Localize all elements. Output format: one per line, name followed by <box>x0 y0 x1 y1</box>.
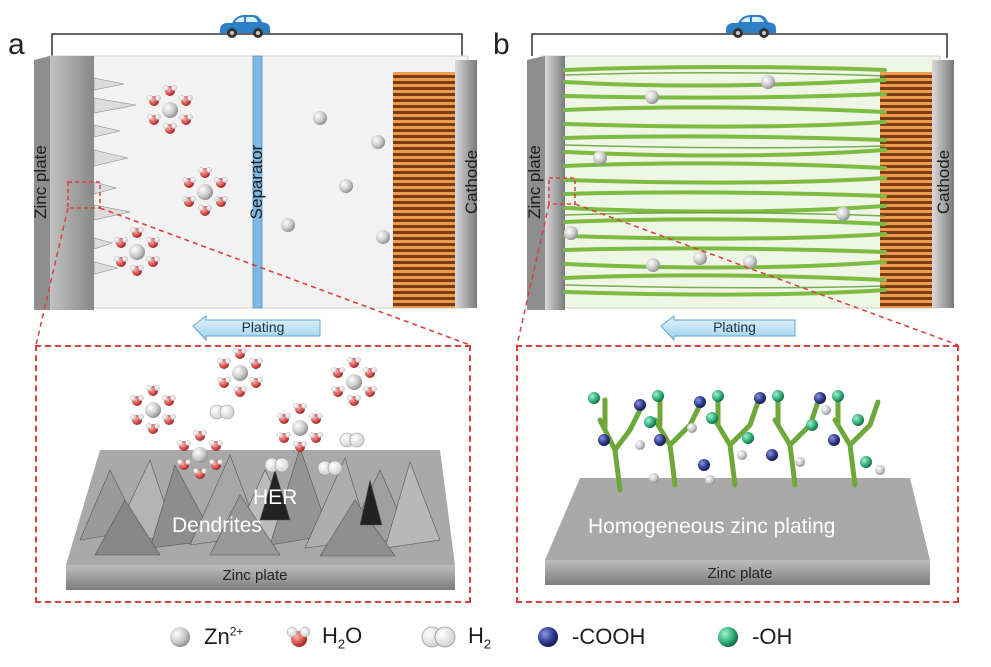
carboxyl-group-icon <box>538 627 558 647</box>
plating-label-b: Plating <box>713 319 756 335</box>
cathode-active-material <box>880 72 932 308</box>
carboxyl-groups <box>598 392 840 471</box>
cathode-current-collector <box>455 60 477 308</box>
zinc-plate-anode <box>50 56 94 310</box>
zoom-highlight <box>548 177 576 205</box>
separator <box>252 55 263 309</box>
cathode-current-collector <box>932 60 954 308</box>
hydroxyl-groups <box>588 390 872 468</box>
inset-a-base-label: Zinc plate <box>222 567 288 584</box>
polymer-branches <box>597 397 881 493</box>
inset-box-b <box>516 345 959 603</box>
inset-b-base-label: Zinc plate <box>707 565 773 582</box>
cathode-label-b: Cathode <box>934 149 953 215</box>
zinc-ion-icon <box>170 627 190 647</box>
panel-b-inset-scene <box>545 390 930 585</box>
legend-carboxyl: -COOH <box>572 624 646 649</box>
cathode-active-material <box>393 72 455 308</box>
inset-box-a <box>35 345 471 603</box>
zinc-plate-anode <box>545 56 565 310</box>
panel-a-cell <box>34 15 477 346</box>
water-molecule-icon <box>286 626 311 647</box>
legend-water: H2O <box>322 622 363 652</box>
hydrogen-molecule-icon <box>421 626 456 648</box>
her-label: HER <box>253 486 298 509</box>
legend-hydrogen: H2 <box>468 622 492 652</box>
legend-zinc-ion: Zn2+ <box>204 624 244 649</box>
anode-label-a: Zinc plate <box>31 145 50 219</box>
homogeneous-plating-label: Homogeneous zinc plating <box>588 515 836 538</box>
fiber-network <box>563 65 887 297</box>
panel-b-letter: b <box>493 28 510 61</box>
free-zinc-ions <box>281 111 390 244</box>
panel-a-letter: a <box>8 28 25 61</box>
legend-icons <box>170 626 738 648</box>
zoom-highlight <box>67 181 101 209</box>
separator-label: Separator <box>247 144 266 220</box>
plating-arrow-a <box>192 314 321 342</box>
zinc-ions-inset <box>635 405 885 485</box>
plating-label-a: Plating <box>241 319 285 335</box>
panel-a-inset-scene <box>66 348 455 590</box>
hydroxyl-group-icon <box>718 627 738 647</box>
anode-label-b: Zinc plate <box>525 145 544 219</box>
legend-hydroxyl: -OH <box>752 624 793 649</box>
dendrites-label: Dendrites <box>172 514 262 537</box>
free-zinc-ions <box>564 75 850 272</box>
plating-arrow-b <box>660 314 796 342</box>
panel-b-cell <box>516 15 959 346</box>
cathode-label-a: Cathode <box>462 149 481 215</box>
